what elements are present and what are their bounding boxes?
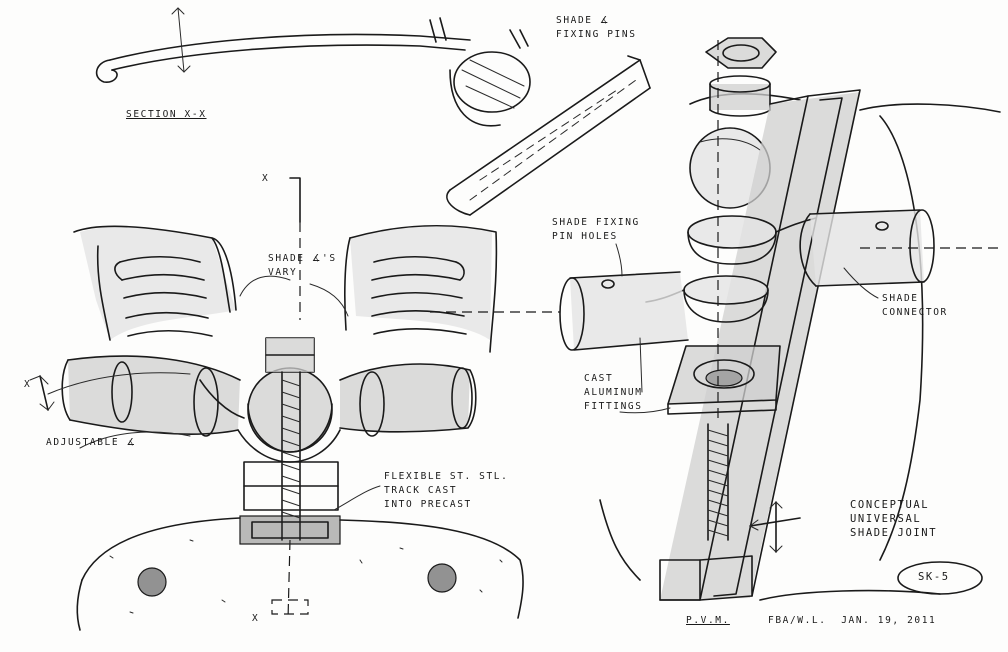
section-mark-bottom: X <box>252 613 260 624</box>
shade-fixing-pins-label: SHADE ∡ FIXING PINS <box>556 15 637 40</box>
cast-aluminum-fittings-label: CAST ALUMINUM FITTINGS <box>584 373 643 412</box>
shade-pin-holes-label: SHADE FIXING PIN HOLES <box>552 217 640 242</box>
exploded-axonometric <box>430 37 1001 601</box>
shade-connector-label: SHADE CONNECTOR <box>882 293 948 318</box>
conceptual-shade-joint-label: CONCEPTUAL UNIVERSAL SHADE JOINT <box>850 499 938 539</box>
shade-angles-vary-label: SHADE ∡'S VARY <box>268 253 337 278</box>
section-mark-top: X <box>262 173 270 184</box>
section-xx-label: SECTION X-X <box>126 109 207 120</box>
section-mark-side: X <box>24 379 32 390</box>
view-label: P.V.M. <box>686 615 730 626</box>
author-date-label: FBA/W.L. JAN. 19, 2011 <box>768 615 937 626</box>
front-elevation <box>29 177 524 631</box>
flexible-track-label: FLEXIBLE ST. STL. TRACK CAST INTO PRECAS… <box>384 471 509 510</box>
sheet-number: SK-5 <box>918 571 950 583</box>
section-xx-detail <box>95 7 651 216</box>
adjustable-angle-label: ADJUSTABLE ∡ <box>46 437 137 448</box>
